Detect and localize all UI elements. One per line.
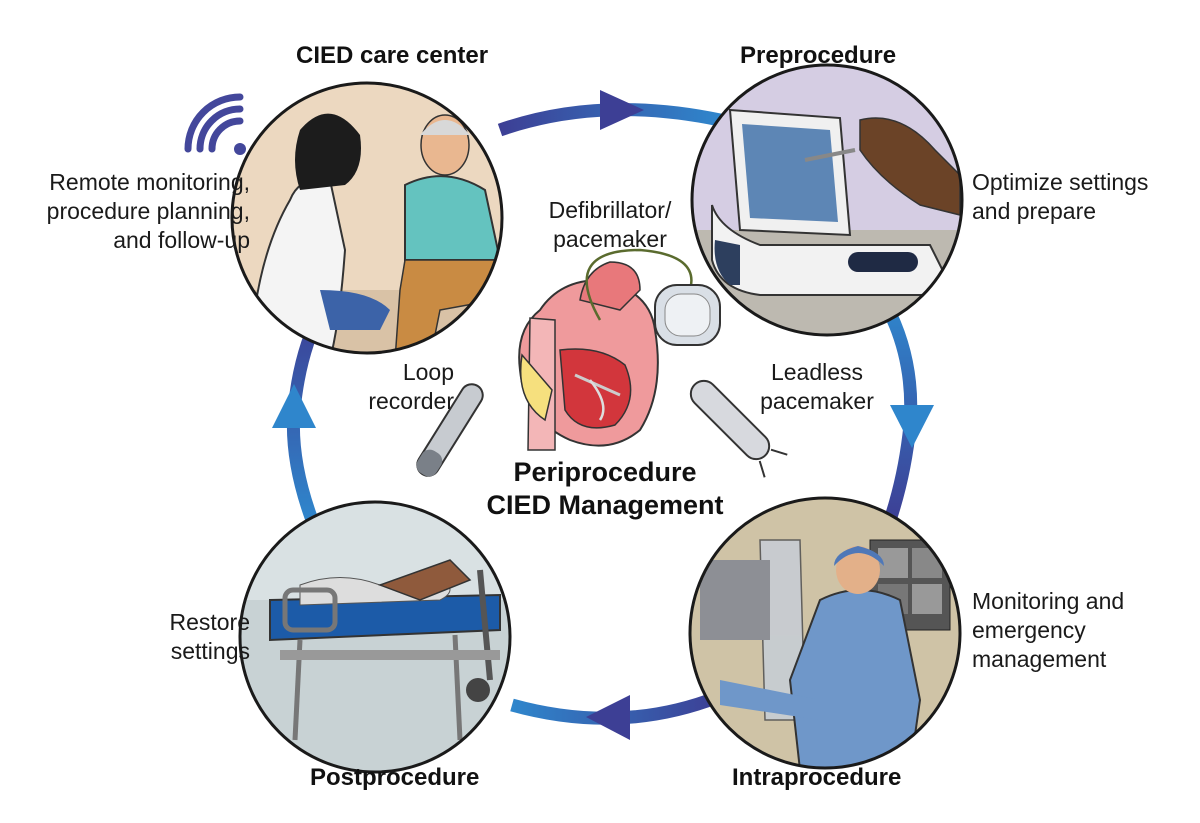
arrow-head-left bbox=[272, 384, 316, 428]
arrow-head-top bbox=[600, 90, 644, 130]
leadless-pacemaker-device bbox=[689, 379, 788, 478]
preprocedure-illustration bbox=[690, 63, 964, 337]
heart-illustration bbox=[518, 261, 659, 451]
loop-recorder-device bbox=[416, 383, 484, 477]
stage-title-care-center: CIED care center bbox=[296, 42, 489, 69]
leadless-pacemaker-label: Leadless pacemaker bbox=[760, 359, 874, 414]
arrow-head-bottom bbox=[586, 695, 630, 740]
stage-title-preprocedure: Preprocedure bbox=[740, 42, 897, 69]
stage-title-postprocedure: Postprocedure bbox=[310, 764, 480, 791]
arrow-head-right bbox=[890, 405, 934, 448]
intraprocedure-illustration bbox=[688, 496, 962, 770]
defibrillator-device bbox=[654, 284, 721, 346]
postprocedure-illustration bbox=[238, 500, 512, 774]
intraprocedure-description: Monitoring and emergency management bbox=[972, 588, 1125, 672]
defibrillator-label: Defibrillator/ pacemaker bbox=[548, 197, 672, 252]
stage-title-intraprocedure: Intraprocedure bbox=[732, 764, 902, 791]
lead-wire bbox=[585, 248, 693, 321]
remote-signal-icon bbox=[184, 93, 246, 155]
loop-recorder-label: Loop recorder bbox=[368, 359, 454, 414]
preprocedure-description: Optimize settings and prepare bbox=[972, 169, 1149, 224]
care-center-description: Remote monitoring, procedure planning, a… bbox=[46, 169, 250, 253]
care-center-illustration bbox=[230, 81, 504, 355]
postprocedure-description: Restore settings bbox=[169, 609, 250, 664]
center-title: Periprocedure CIED Management bbox=[486, 457, 724, 520]
